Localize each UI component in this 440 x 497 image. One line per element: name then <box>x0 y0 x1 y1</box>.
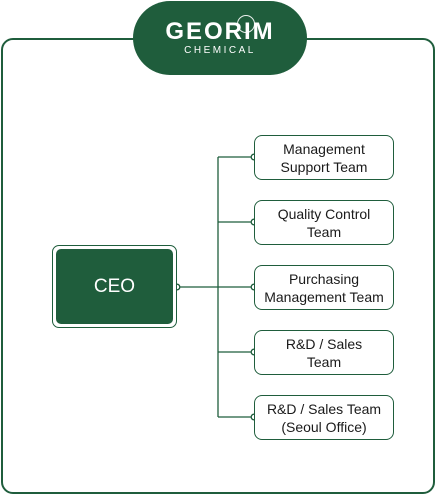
team-label-line2: Support Team <box>280 158 368 175</box>
team-label-line1: Quality Control <box>277 205 371 222</box>
team-label-line1: Purchasing <box>288 270 360 287</box>
team-management-support: Management Support Team <box>254 135 394 180</box>
team-label-line1: R&D / Sales Team <box>266 400 382 417</box>
team-label-line2: (Seoul Office) <box>281 418 367 435</box>
team-label-line2: Team <box>306 223 342 240</box>
team-label-line1: R&D / Sales <box>285 335 363 352</box>
team-purchasing-management: Purchasing Management Team <box>254 265 394 310</box>
team-rd-sales: R&D / Sales Team <box>254 330 394 375</box>
company-logo: GEORIM CHEMICAL <box>133 1 307 75</box>
team-label-line2: Management Team <box>264 288 384 305</box>
team-rd-sales-seoul: R&D / Sales Team (Seoul Office) <box>254 395 394 440</box>
team-label-line2: Team <box>306 353 342 370</box>
logo-subtitle: CHEMICAL <box>184 45 256 56</box>
ceo-label: CEO <box>56 249 173 324</box>
ceo-node: CEO <box>52 245 177 328</box>
team-label-line1: Management <box>283 140 365 157</box>
logo-wordmark: GEORIM <box>165 18 275 45</box>
team-quality-control: Quality Control Team <box>254 200 394 245</box>
logo-ring-icon <box>237 15 255 33</box>
